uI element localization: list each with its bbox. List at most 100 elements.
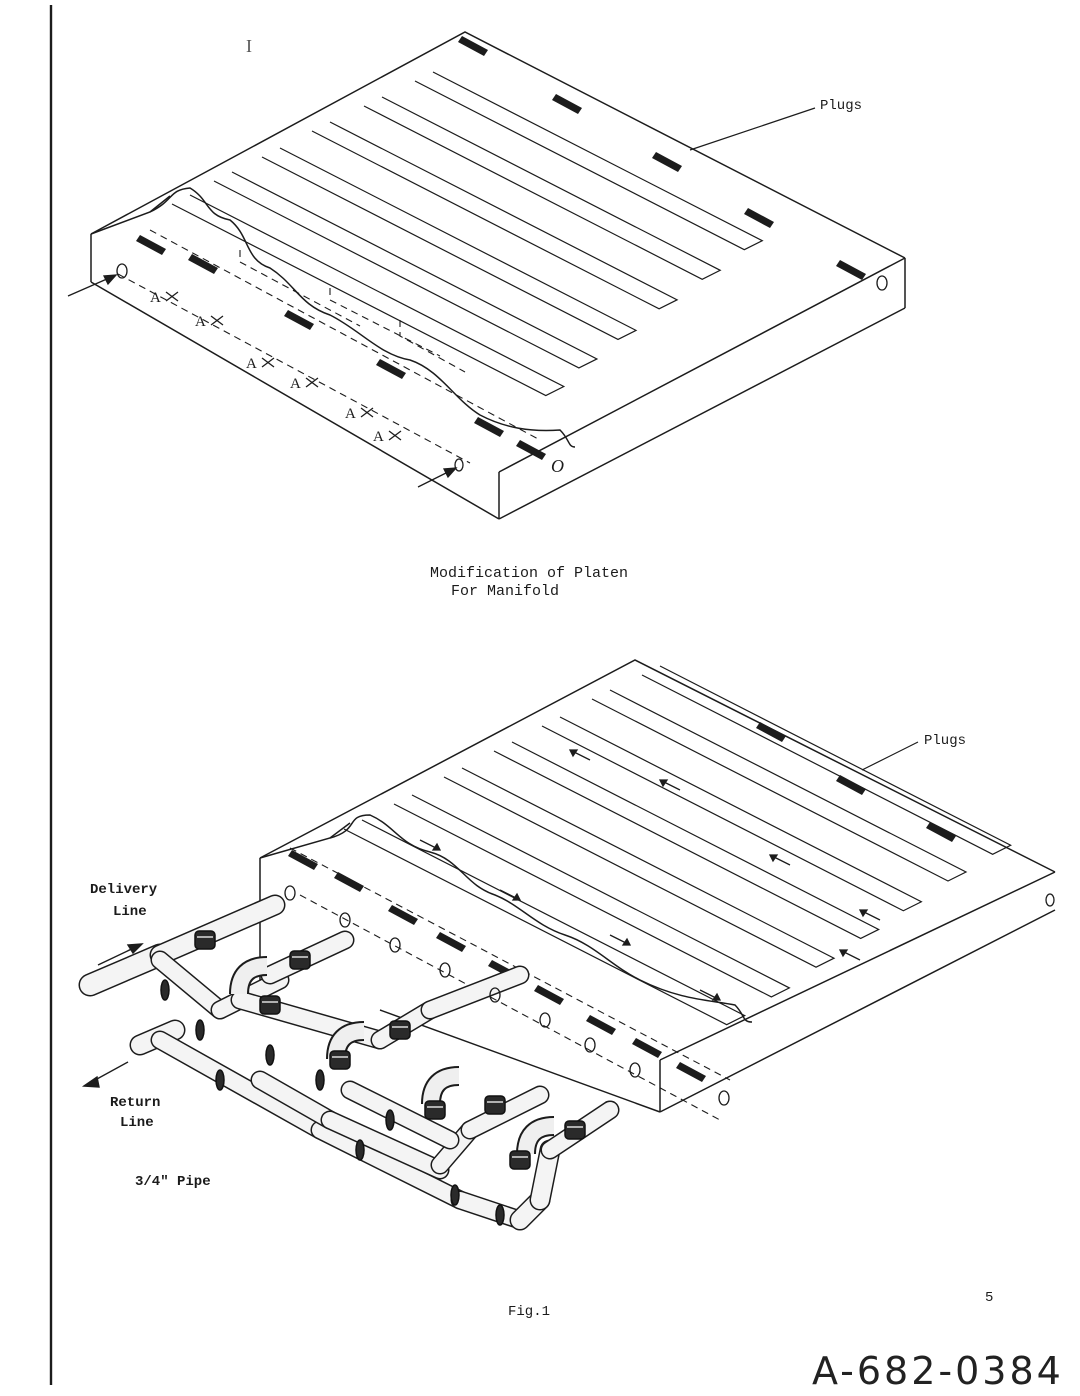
pipe	[151, 896, 284, 964]
bottom-flow-arrows	[419, 749, 881, 1001]
plug	[756, 722, 786, 742]
pipe	[322, 1112, 448, 1178]
svg-text:I: I	[246, 36, 252, 56]
plug	[676, 1062, 706, 1082]
document-code: A-682-0384	[812, 1349, 1064, 1392]
union-fitting	[564, 1120, 586, 1140]
delivery-line-label2: Line	[113, 904, 147, 920]
pipe	[152, 1032, 328, 1138]
pipe-coupling	[215, 1069, 225, 1091]
pipe	[312, 1122, 468, 1208]
elbow	[423, 1068, 460, 1105]
top-plugs-label: Plugs	[820, 98, 863, 114]
pipe-size-label: 3/4" Pipe	[135, 1174, 211, 1190]
return-line-label1: Return	[110, 1095, 161, 1111]
pipe-nipple	[584, 1037, 596, 1053]
channel-loop	[393, 794, 791, 998]
a-marker-label: A	[290, 376, 301, 392]
plug	[474, 417, 504, 437]
pipe-nipple	[389, 937, 401, 953]
top-platen-channels	[171, 71, 764, 397]
top-inlet-arrows	[67, 274, 458, 488]
union-fitting	[484, 1095, 506, 1115]
pipe-coupling	[315, 1069, 325, 1091]
plug	[836, 775, 866, 795]
flow-arrowhead	[621, 937, 632, 946]
return-arrow	[81, 1061, 129, 1088]
flow-arrowhead	[711, 992, 722, 1001]
channel-loop	[443, 767, 836, 968]
a-marker-label: A	[195, 314, 206, 330]
plug	[388, 905, 418, 925]
channel-loop	[261, 147, 638, 341]
x-mark	[360, 407, 374, 418]
top-caption-line2: For Manifold	[451, 583, 560, 600]
union-fitting	[329, 1050, 351, 1070]
pipe-nipple	[489, 987, 501, 1003]
a-markers: A A A A A A O	[150, 290, 564, 476]
flow-arrowhead	[858, 909, 869, 918]
pipe-coupling	[355, 1139, 365, 1161]
pipe	[342, 1082, 458, 1148]
union-fitting	[289, 950, 311, 970]
pipe	[422, 967, 528, 1018]
plug	[926, 822, 956, 842]
figure-label: Fig.1	[508, 1304, 551, 1320]
channel-loop	[641, 665, 1012, 855]
pipe-nipple	[339, 912, 351, 928]
pipe-coupling	[495, 1204, 505, 1226]
pipe	[452, 1192, 528, 1228]
bottom-plugs-leader	[861, 741, 919, 771]
pipe	[252, 1072, 338, 1128]
a-marker-label: A	[150, 290, 161, 306]
plug	[284, 310, 314, 330]
plug	[436, 932, 466, 952]
plug	[744, 208, 774, 228]
top-plugs-leader	[689, 107, 816, 151]
x-mark	[305, 377, 319, 388]
top-caption-line1: Modification of Platen	[430, 565, 629, 582]
flow-arrowhead	[768, 854, 779, 863]
delivery-arrow	[97, 943, 144, 966]
channel-loop	[363, 96, 722, 280]
plug	[652, 152, 682, 172]
x-mark	[388, 430, 402, 441]
pipe-nipple	[539, 1012, 551, 1028]
bottom-outlet-hole	[718, 893, 1055, 1106]
channel-loop	[591, 689, 968, 882]
pipe-manifold	[78, 885, 641, 1231]
pipe-coupling	[265, 1044, 275, 1066]
delivery-line-label1: Delivery	[90, 882, 158, 898]
plug	[376, 359, 406, 379]
channel-loop	[493, 741, 881, 940]
pipe	[152, 952, 228, 1018]
pipe	[80, 945, 170, 995]
channel-loop	[311, 121, 679, 310]
a-marker-label: A	[373, 429, 384, 445]
pipe-nipple	[629, 1062, 641, 1078]
elbow	[518, 1118, 555, 1155]
flow-arrowhead	[568, 749, 579, 758]
pipe-coupling	[450, 1184, 460, 1206]
pipe-coupling	[195, 1019, 205, 1041]
channel-loop	[414, 71, 764, 251]
plug	[188, 254, 218, 274]
a-marker-label: A	[345, 406, 356, 422]
flow-arrowhead	[511, 892, 522, 901]
plug	[334, 872, 364, 892]
outlet-marker-label: O	[551, 456, 564, 476]
elbow	[231, 958, 268, 995]
pipe-coupling	[160, 979, 170, 1001]
a-marker-label: A	[246, 356, 257, 372]
flow-arrowhead	[658, 779, 669, 788]
union-fitting	[424, 1100, 446, 1120]
channel-loop	[343, 819, 747, 1026]
plug	[288, 850, 318, 870]
plug	[586, 1015, 616, 1035]
top-manifold-dashes	[117, 229, 541, 464]
channel-loop	[541, 716, 923, 912]
x-mark	[165, 291, 179, 302]
pipe-coupling	[385, 1109, 395, 1131]
